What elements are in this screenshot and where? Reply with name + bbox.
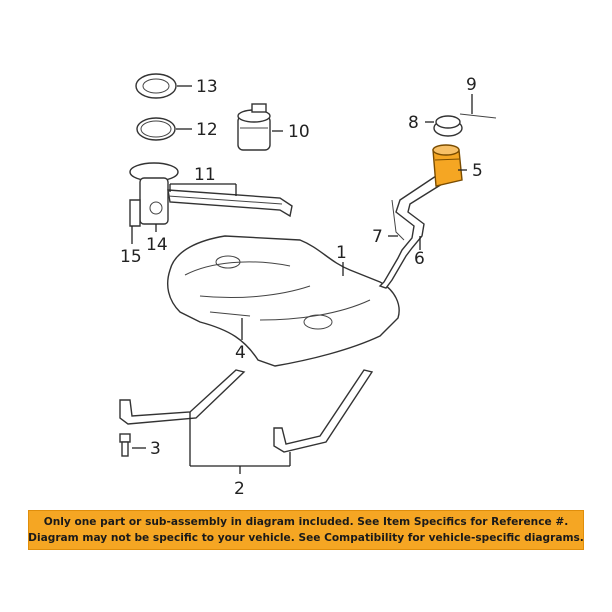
- callout-9: 9: [466, 75, 477, 95]
- callout-5: 5: [472, 161, 483, 181]
- callout-14: 14: [146, 235, 168, 255]
- part-10-filter: [237, 103, 283, 151]
- part-9-tether: [459, 94, 497, 119]
- callout-12: 12: [196, 120, 218, 140]
- part-5-filler-neck: [432, 144, 463, 187]
- part-11-pump-module: [129, 162, 293, 227]
- part-12-o-ring: [136, 117, 192, 141]
- callout-3: 3: [150, 439, 161, 459]
- part-2-straps: [119, 369, 374, 453]
- callout-10: 10: [288, 122, 310, 142]
- callout-6: 6: [414, 249, 425, 269]
- callout-11: 11: [194, 165, 216, 185]
- callout-1: 1: [336, 243, 347, 263]
- part-8-fuel-cap: [425, 115, 463, 137]
- callout-2: 2: [234, 479, 245, 499]
- callout-13: 13: [196, 77, 218, 97]
- callout-4: 4: [235, 343, 246, 363]
- callout-15: 15: [120, 247, 142, 267]
- part-1-fuel-tank: [167, 235, 400, 367]
- part-6-filler-pipe: [378, 175, 444, 289]
- disclaimer-line-2: Diagram may not be specific to your vehi…: [28, 532, 584, 544]
- disclaimer-line-1: Only one part or sub-assembly in diagram…: [43, 516, 569, 528]
- part-3-bolt: [119, 433, 146, 457]
- part-13-gasket: [135, 73, 192, 99]
- disclaimer-banner: Only one part or sub-assembly in diagram…: [28, 510, 584, 550]
- callout-8: 8: [408, 113, 419, 133]
- callout-7: 7: [372, 227, 383, 247]
